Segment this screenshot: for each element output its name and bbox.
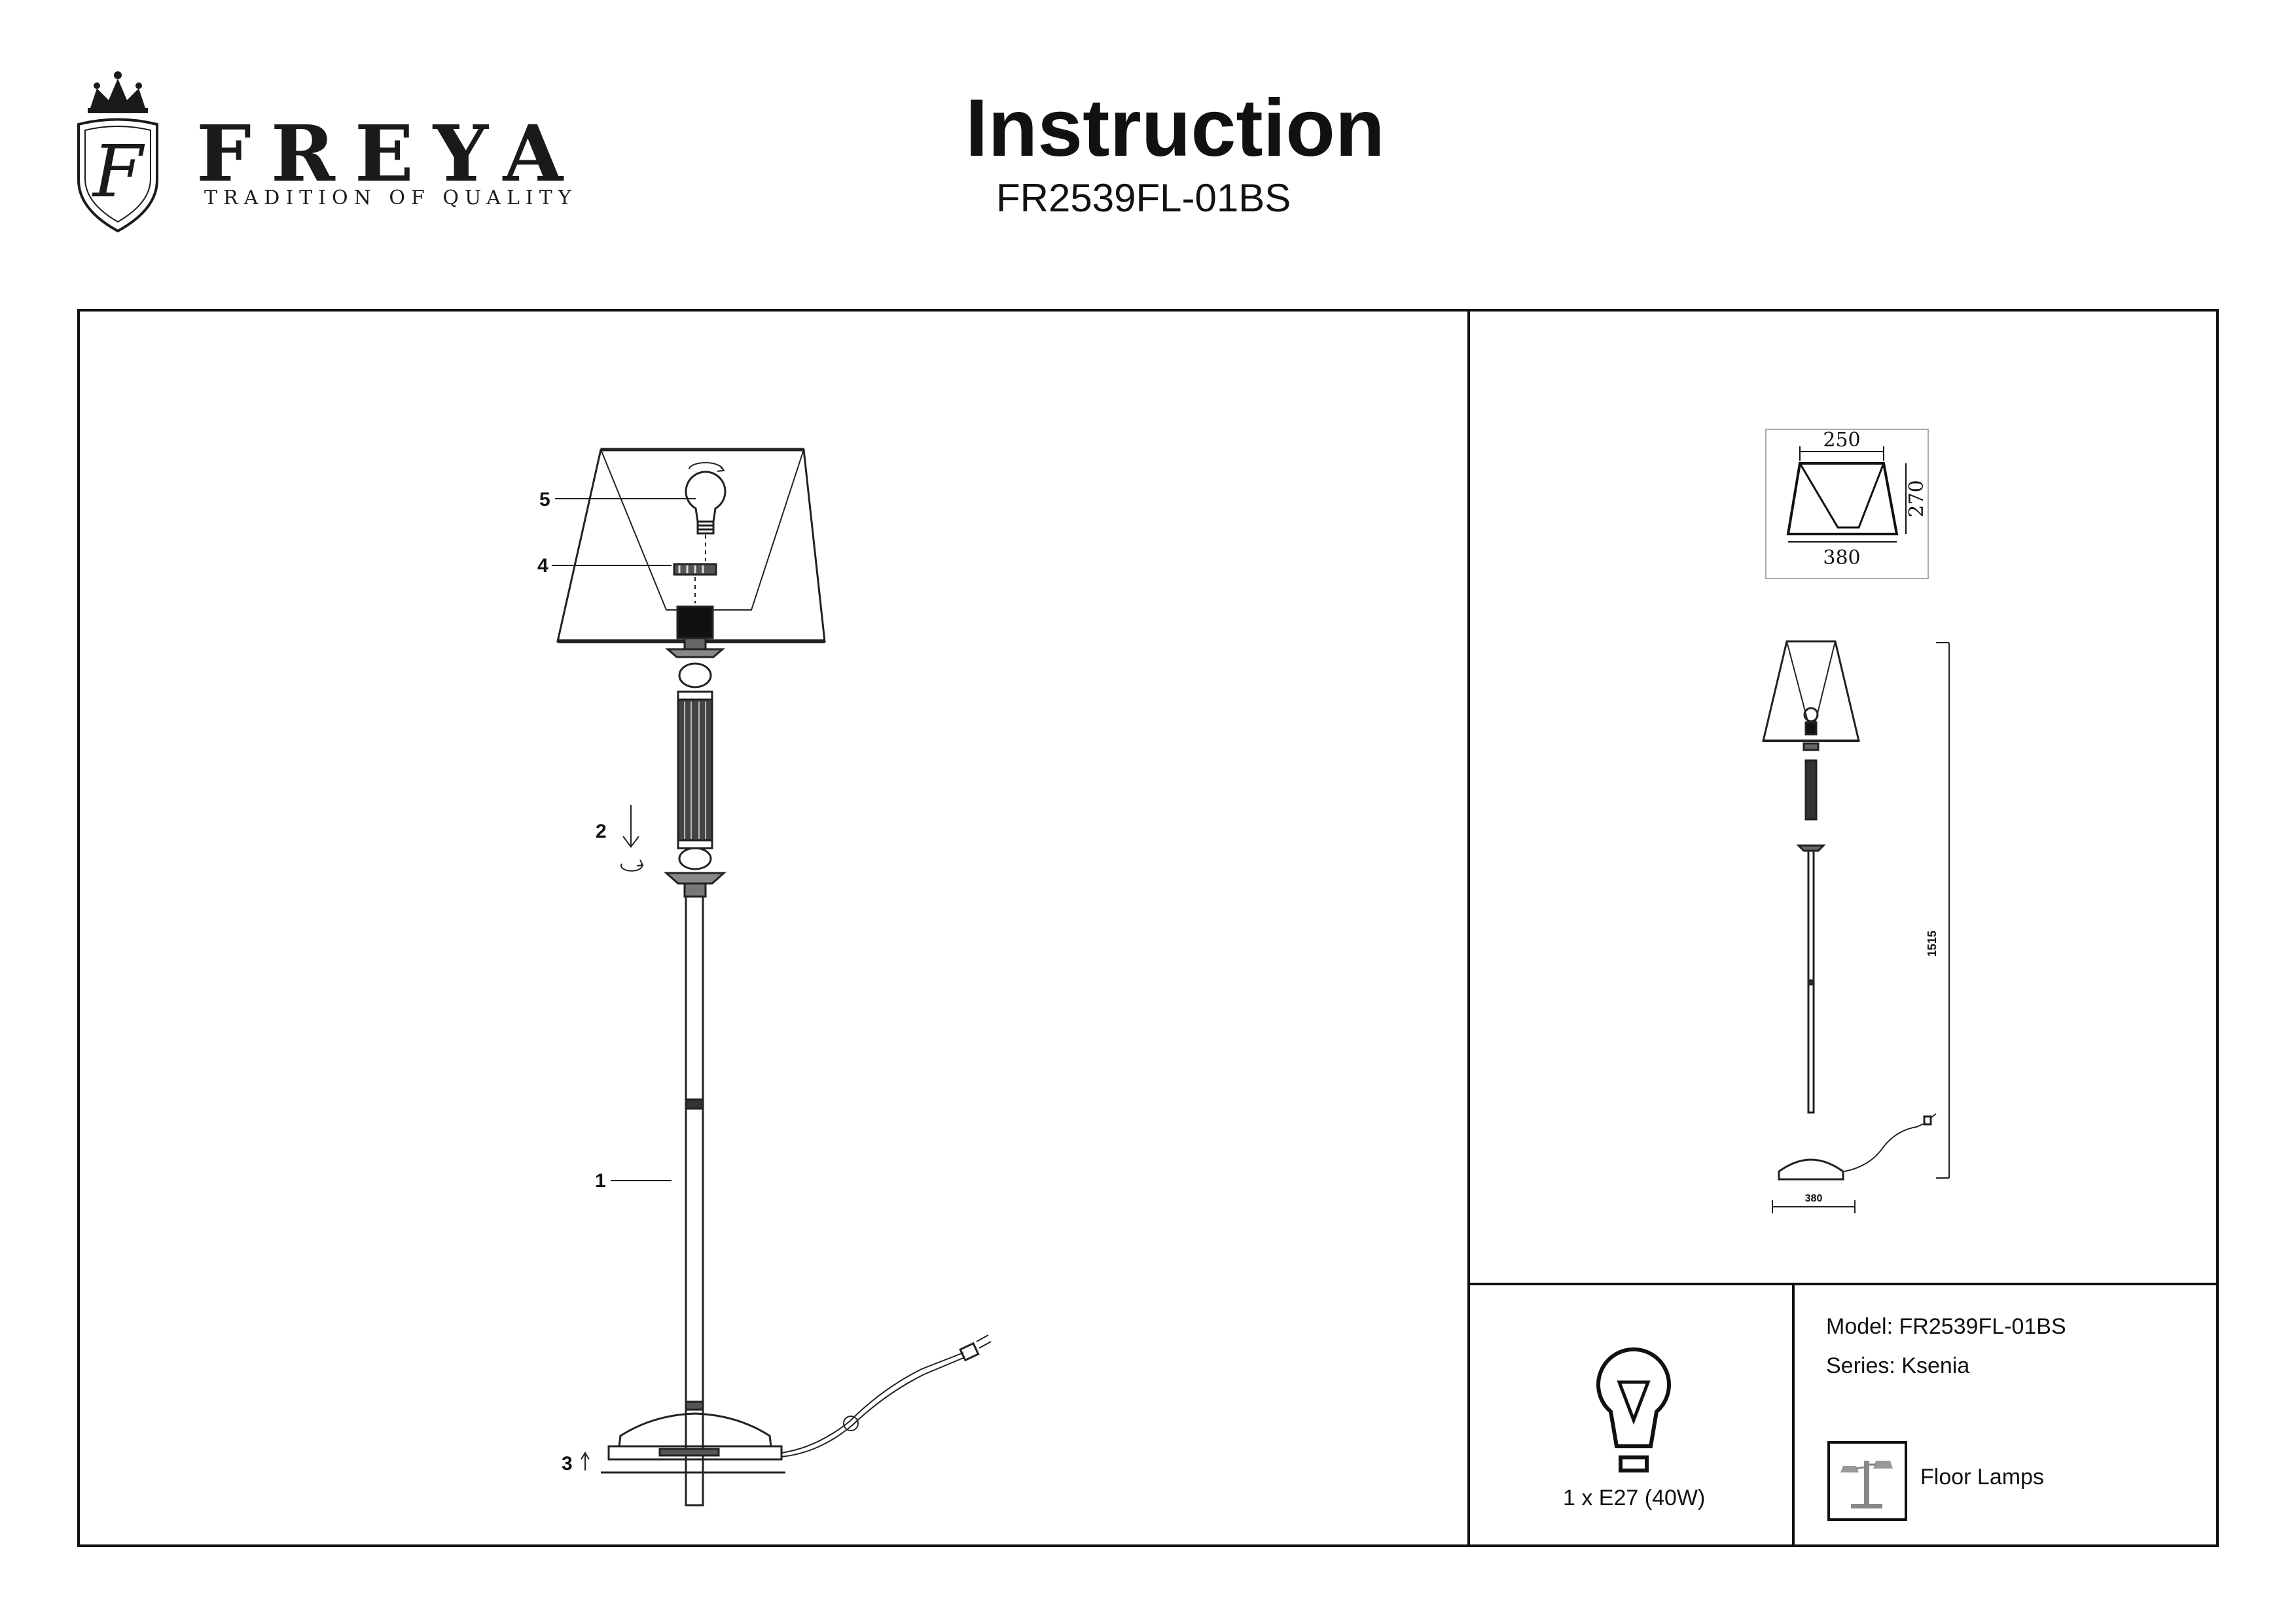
series-text: Series: Ksenia xyxy=(1826,1353,1970,1378)
callout-leaders xyxy=(552,498,696,1181)
category-text: Floor Lamps xyxy=(1920,1465,2044,1489)
lamp-dimension-drawing xyxy=(1762,640,1950,1213)
assembly-drawing xyxy=(552,448,992,1507)
shade-dimensions: 250 380 270 xyxy=(1765,429,1929,579)
upper-column xyxy=(677,698,713,842)
crown-icon xyxy=(88,71,148,113)
callout-1: 1 xyxy=(595,1170,606,1192)
shield-icon xyxy=(77,118,158,233)
callout-2: 2 xyxy=(596,821,607,842)
freya-logo: F xyxy=(77,71,158,233)
monogram-f: F xyxy=(92,130,145,213)
lamp-height-label: 1515 xyxy=(1926,931,1939,957)
shade-height: 270 xyxy=(1905,480,1928,517)
bulb-icon xyxy=(1596,1347,1671,1472)
base-part xyxy=(607,1412,783,1461)
floor-lamps-icon xyxy=(1827,1441,1907,1521)
bulb-part xyxy=(685,462,726,535)
base-width-label: 380 xyxy=(1805,1193,1823,1204)
shade-bottom-width: 380 xyxy=(1823,546,1860,569)
shade-top-width: 250 xyxy=(1823,429,1860,452)
bulb-spec-text: 1 x E27 (40W) xyxy=(1563,1486,1706,1510)
brand-tagline: TRADITION OF QUALITY xyxy=(204,187,577,209)
callout-5: 5 xyxy=(539,489,550,510)
model-text: Model: FR2539FL-01BS xyxy=(1826,1314,2066,1339)
document-model-code: FR2539FL-01BS xyxy=(996,176,1291,220)
power-cable xyxy=(781,1334,992,1457)
brand-name: FREYA xyxy=(196,108,583,199)
ring-part xyxy=(673,563,717,576)
callout-3: 3 xyxy=(562,1453,573,1474)
document-title: Instruction xyxy=(965,83,1385,173)
lower-column xyxy=(685,895,704,1507)
callout-4: 4 xyxy=(537,555,548,577)
instruction-frame: 5 4 2 1 3 250 380 270 xyxy=(77,309,2219,1547)
frame-borders xyxy=(77,309,2219,1547)
